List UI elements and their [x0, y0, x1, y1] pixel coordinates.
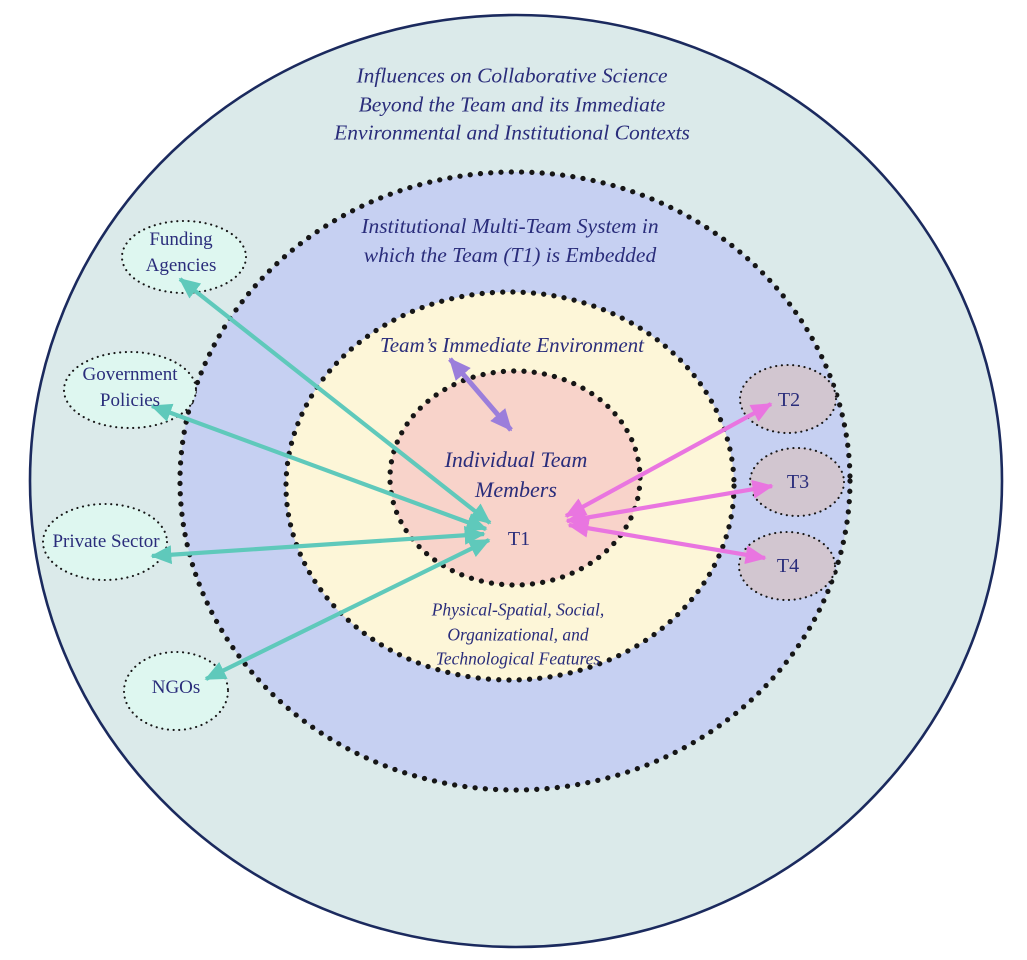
immediate-environment-title: Team’s Immediate Environment: [379, 333, 645, 357]
team-t4-label: T4: [776, 555, 800, 577]
funding-agencies-line-2: Agencies: [145, 255, 217, 276]
funding-agencies-ellipse: [120, 219, 248, 295]
government-policies-line-1: Government: [82, 364, 178, 385]
outer-title-line-2: Beyond the Team and its Immediate: [358, 91, 666, 116]
team-members-line-2: Members: [475, 477, 557, 502]
ngos-label: NGOs: [151, 677, 201, 698]
team-t2-label: T2: [777, 389, 801, 411]
features-line-1: Physical-Spatial, Social,: [431, 599, 605, 620]
funding-agencies-label: Funding Agencies: [146, 227, 217, 279]
team-members-line-1: Individual Team: [444, 447, 588, 472]
team-t4-arrow: [567, 518, 767, 565]
outer-title-line-3: Environmental and Institutional Contexts: [334, 120, 690, 145]
private-sector-label: Private Sector: [52, 531, 160, 552]
outer-title-line-1: Influences on Collaborative Science: [356, 63, 668, 88]
ngos-ellipse: [122, 650, 230, 732]
mts-title-line-2: which the Team (T1) is Embedded: [363, 243, 657, 267]
team-t3-label: T3: [786, 471, 810, 493]
ngos-arrow: [204, 538, 491, 681]
mts-title-line-1: Institutional Multi-Team System in: [361, 214, 659, 238]
environment-members-arrow: [448, 357, 513, 432]
team-t1-label: T1: [507, 528, 531, 550]
team-members-title: Individual Team Members: [445, 445, 588, 505]
funding-agencies-line-1: Funding: [149, 229, 213, 250]
outer-ring-title: Influences on Collaborative Science Beyo…: [334, 61, 690, 147]
government-policies-arrow: [150, 403, 488, 532]
government-policies-line-2: Policies: [99, 390, 161, 411]
features-line-2: Organizational, and: [447, 623, 589, 644]
government-policies-label: Government Policies: [83, 362, 178, 414]
features-line-3: Technological Features: [435, 648, 601, 669]
mts-ring-title: Institutional Multi-Team System in which…: [361, 212, 658, 270]
team-t3-arrow: [565, 479, 774, 528]
environment-features-text: Physical-Spatial, Social, Organizational…: [432, 597, 605, 671]
